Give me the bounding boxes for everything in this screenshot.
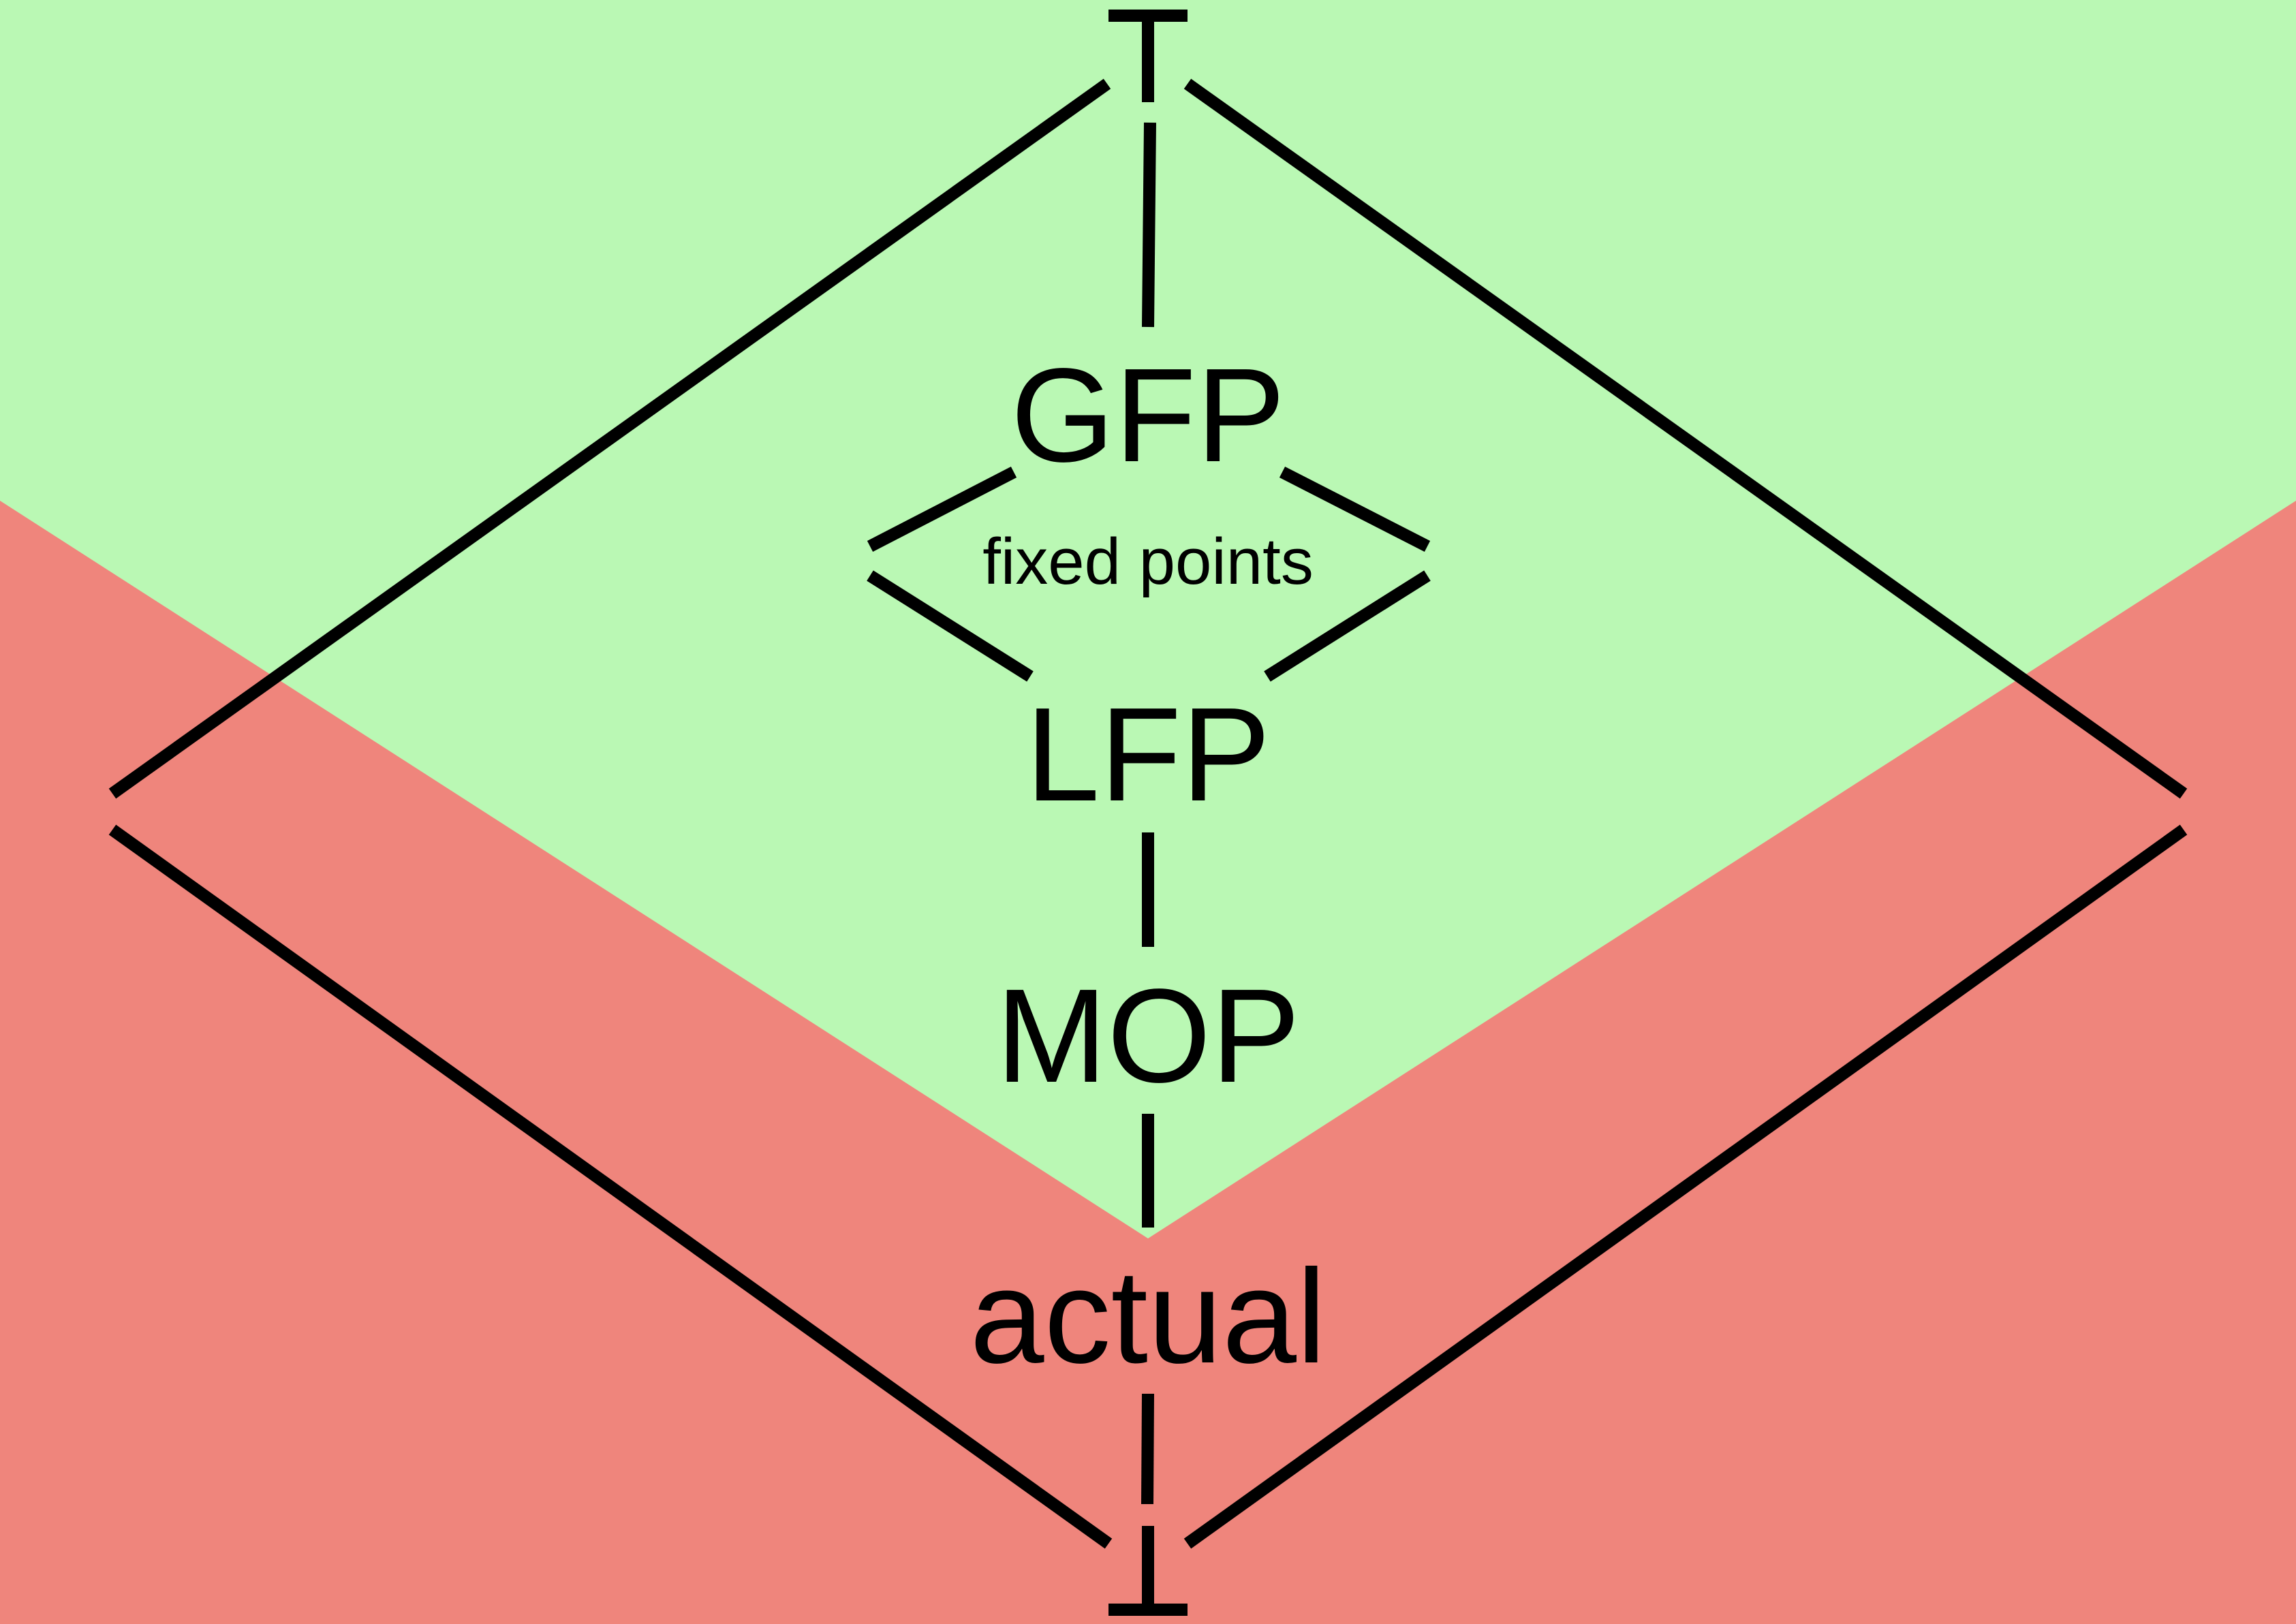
top-symbol	[1108, 10, 1188, 102]
fixed-points-label: fixed points	[982, 525, 1314, 598]
sound-region	[0, 0, 2296, 1238]
edge-top-right-corner	[1183, 78, 2188, 799]
mop-node: MOP	[996, 961, 1300, 1110]
actual-node: actual	[969, 1242, 1326, 1391]
lfp-node: LFP	[1025, 680, 1270, 829]
edge-gfp-fixed-right	[1279, 466, 1431, 552]
gfp-node: GFP	[1011, 341, 1286, 490]
edge-top-gfp	[1142, 122, 1156, 328]
edge-gfp-fixed-left	[867, 467, 1017, 552]
edge-top-left-corner	[108, 78, 1111, 799]
edge-fixed-right-lfp	[1264, 570, 1431, 682]
edge-fixed-left-lfp	[867, 570, 1034, 682]
edge-right-corner-bottom	[1183, 824, 2188, 1549]
edge-left-corner-bottom	[108, 824, 1113, 1549]
edge-actual-bottom	[1141, 1393, 1154, 1505]
bottom-symbol	[1108, 1526, 1188, 1616]
